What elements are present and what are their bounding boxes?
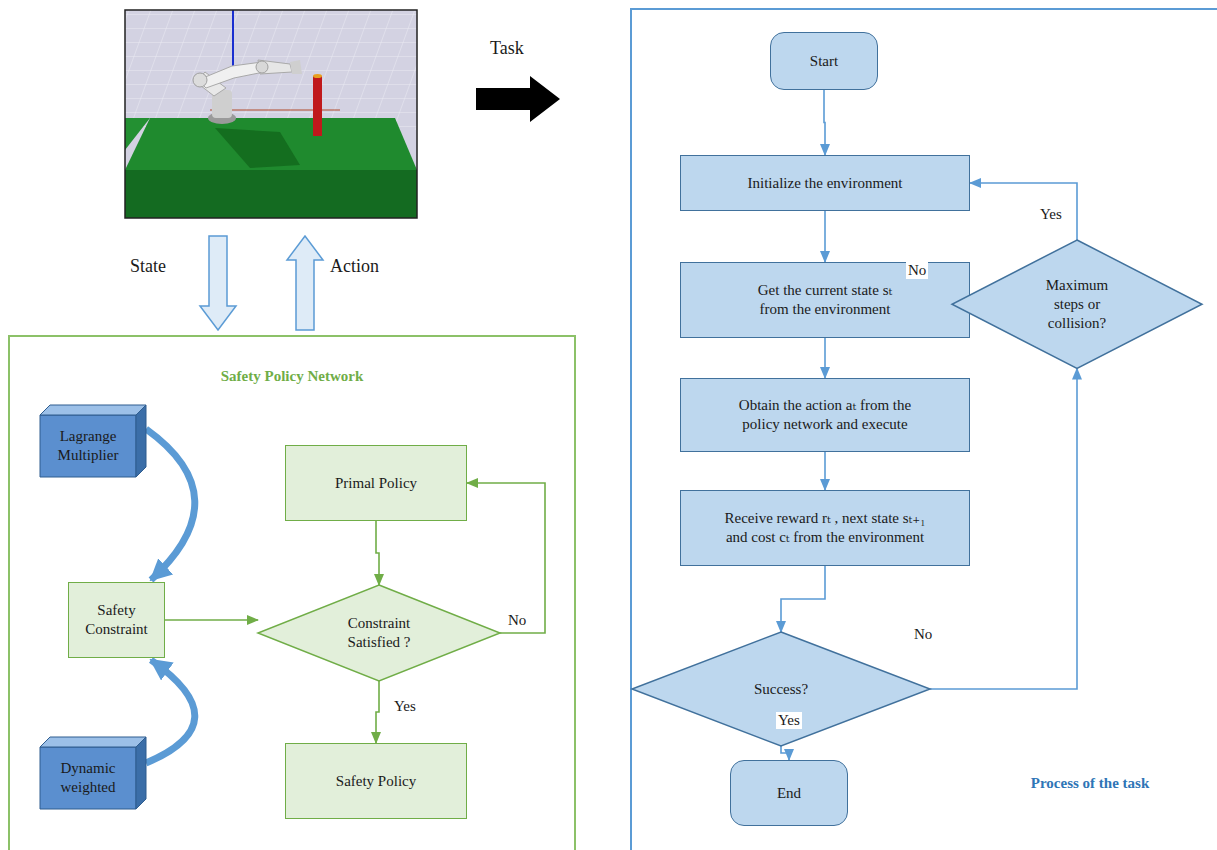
node-text: Safety Constraint [77,601,157,639]
process-box: Primal Policy [285,445,467,521]
panel-heading: Safety Policy Network [10,367,574,386]
node-text: Start [810,52,838,71]
task-arrow [476,76,560,122]
panel-title: Process of the task [990,774,1190,793]
edge-label: Yes [1038,206,1064,223]
node-text: Lagrange Multiplier [46,427,130,465]
terminal-box: End [730,760,848,826]
flow-arrow [970,183,1077,240]
panel-heading: Process of the task [990,774,1190,793]
process-box: Receive reward rₜ , next state sₜ₊₁ and … [680,490,970,566]
node-text: Dynamic weighted [46,759,130,797]
parameter-block: Dynamic weighted [40,737,146,809]
influence-arrow [146,660,195,763]
process-box: Safety Policy [285,743,467,819]
flow-arrow [376,681,379,743]
decision-diamond: Constraint Satisfied ? [258,585,500,681]
state-arrow [200,236,236,330]
flow-arrow [824,90,825,155]
flow-label: Action [330,256,379,277]
node-text: Safety Policy [336,772,416,791]
process-box: Obtain the action aₜ from the policy net… [680,378,970,452]
node-text: Initialize the environment [748,174,903,193]
diamond-outline [258,585,500,681]
process-box: Safety Constraint [68,582,165,658]
node-text: Maximum steps or collision? [1037,276,1117,332]
parameter-block: Lagrange Multiplier [40,405,146,477]
flow-arrow [781,746,789,760]
node-text: Receive reward rₜ , next state sₜ₊₁ and … [715,509,935,547]
node-text: Obtain the action aₜ from the policy net… [725,396,925,434]
panel-title: Safety Policy Network [10,367,574,386]
flow-arrow [824,211,826,262]
edge-label: Yes [392,698,418,715]
node-text: Primal Policy [335,474,417,493]
group-panel: Process of the task StartInitialize the e… [630,8,1217,850]
edge-label: No [506,612,528,629]
edge-label: No [906,262,928,279]
robot-scene [125,10,417,218]
node-text: Get the current state sₜ from the enviro… [745,281,905,319]
flow-arrow [467,483,545,633]
flow-arrow [165,619,258,621]
terminal-box: Start [770,32,878,90]
node-text: Success? [754,680,808,699]
decision-diamond: Maximum steps or collision? [952,240,1202,369]
group-panel: Safety Policy NetworkLagrange Multiplier… [8,335,576,850]
flow-arrow [824,338,826,378]
edge-label: Yes [776,712,802,729]
node-text: End [777,784,801,803]
process-box: Initialize the environment [680,155,970,211]
action-arrow [287,236,323,330]
flow-arrow [376,521,379,585]
influence-arrow [146,429,195,580]
flow-label: State [130,256,166,277]
node-text: Constraint Satisfied ? [331,614,427,652]
flow-arrow [781,566,825,632]
edge-label: No [912,626,934,643]
flow-label: Task [490,38,524,59]
flow-arrow [824,452,826,490]
